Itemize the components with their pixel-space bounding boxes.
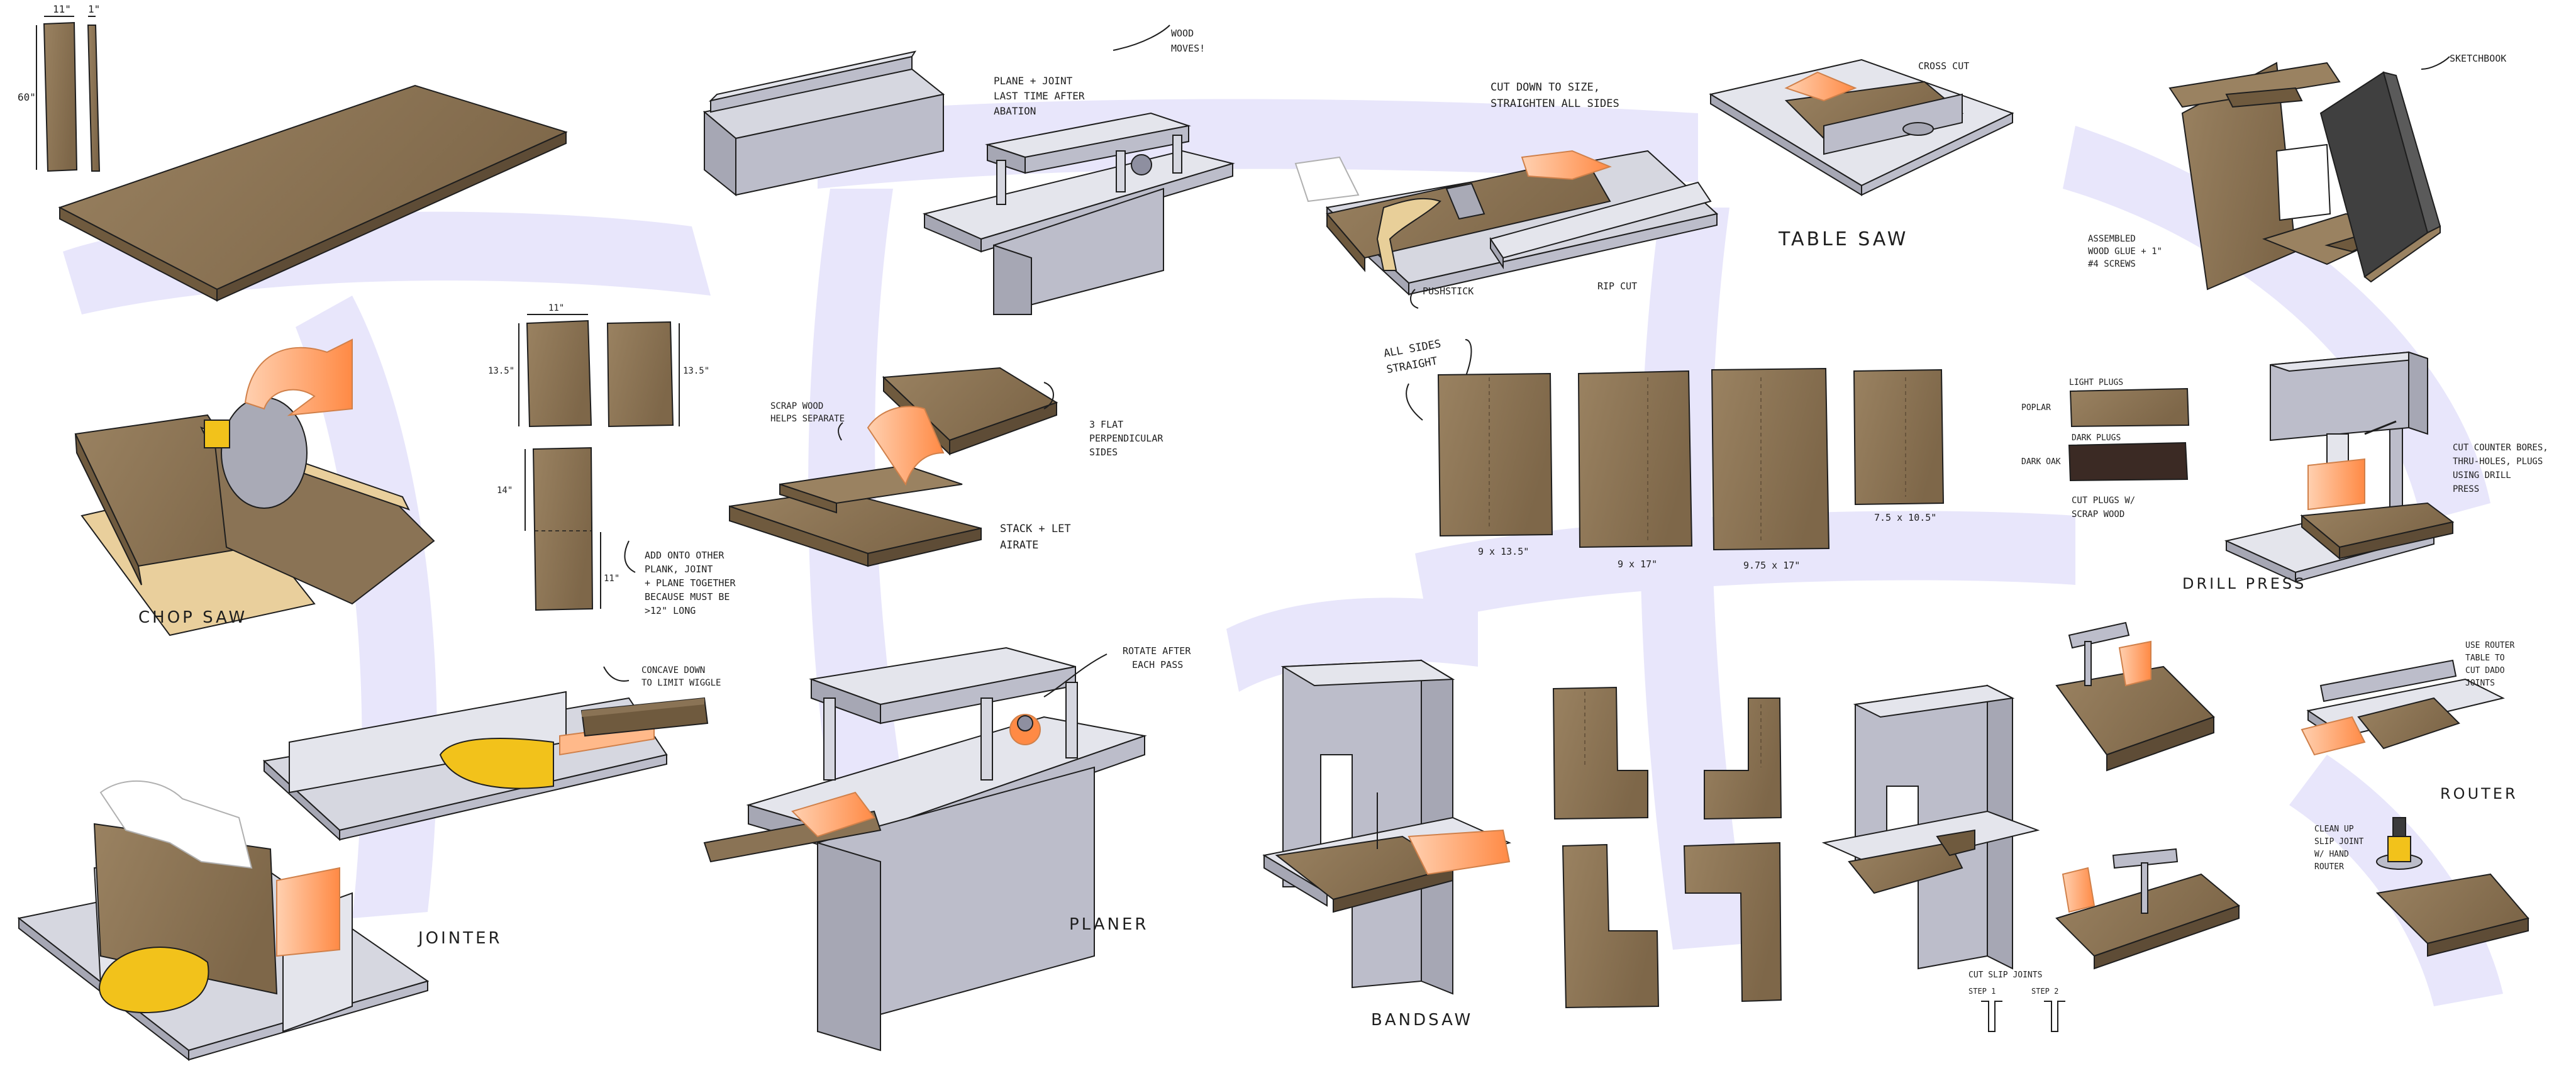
label-dark-plugs: DARK PLUGS — [2072, 433, 2121, 443]
note-use-router: USE ROUTER TABLE TO CUT DADO JOINTS — [2465, 641, 2519, 688]
bandsaw-slip-joints: CUT SLIP JOINTS STEP 1 STEP 2 — [1824, 686, 2065, 1031]
cut-boards-dimensions: 11" 13.5" 13.5" 14" 11" ADD ONTO OTHER P… — [488, 303, 741, 616]
slip-joint-cut-upper — [2057, 623, 2214, 770]
label-cross-cut: CROSS CUT — [1918, 60, 1969, 72]
label-cut-slip: CUT SLIP JOINTS — [1968, 970, 2042, 980]
note-assembled: ASSEMBLED WOOD GLUE + 1" #4 SCREWS — [2088, 234, 2167, 269]
note-concave: CONCAVE DOWN TO LIMIT WIGGLE — [641, 665, 721, 688]
dim-top-w2: 1" — [88, 3, 100, 15]
label-dark-oak: DARK OAK — [2021, 457, 2061, 467]
label-chop-saw: CHOP SAW — [138, 608, 247, 627]
dim-top-w1: 11" — [53, 3, 71, 15]
slip-joint-cut-lower — [2057, 849, 2239, 969]
dim-top-h: 60" — [18, 91, 36, 103]
note-cut-down: CUT DOWN TO SIZE, STRAIGHTEN ALL SIDES — [1491, 81, 1619, 110]
label-drill-press: DRILL PRESS — [2182, 575, 2306, 592]
bandsaw-illustration: BANDSAW — [1264, 660, 1509, 1030]
raw-planks-dimension: 11" 1" 60" — [18, 3, 100, 171]
label-router: ROUTER — [2440, 785, 2518, 803]
dim-board1: 9 x 13.5" — [1478, 546, 1529, 557]
note-flat-perp: 3 FLAT PERPENDICULAR SIDES — [1089, 419, 1169, 458]
dim-board2: 9 x 17" — [1618, 558, 1657, 570]
note-add-plank: ADD ONTO OTHER PLANK, JOINT + PLANE TOGE… — [645, 550, 741, 616]
plugs-swatches: LIGHT PLUGS POPLAR DARK PLUGS DARK OAK C… — [2021, 378, 2189, 520]
label-bandsaw: BANDSAW — [1371, 1011, 1473, 1030]
label-step2: STEP 2 — [2031, 987, 2058, 996]
label-planer: PLANER — [1069, 915, 1149, 934]
note-rotate: ROTATE AFTER EACH PASS — [1123, 645, 1196, 670]
dim-mid-h2: 13.5" — [683, 366, 709, 376]
note-cut-plugs: CUT PLUGS W/ SCRAP WOOD — [2072, 496, 2141, 520]
note-stack: STACK + LET AIRATE — [1000, 523, 1077, 552]
drill-press-illustration: CUT COUNTER BORES, THRU-HOLES, PLUGS USI… — [2182, 352, 2553, 592]
dim-board3: 9.75 x 17" — [1743, 560, 1800, 571]
dim-low-h1: 14" — [497, 486, 513, 496]
dim-board4: 7.5 x 10.5" — [1874, 512, 1936, 523]
label-table-saw: TABLE SAW — [1778, 228, 1908, 250]
dim-low-h2: 11" — [604, 574, 619, 584]
note-wood-moves: WOOD MOVES! — [1171, 28, 1205, 54]
label-jointer: JOINTER — [417, 929, 502, 948]
label-light-plugs: LIGHT PLUGS — [2069, 378, 2123, 387]
label-sketchbook: SKETCHBOOK — [2450, 53, 2506, 64]
label-step1: STEP 1 — [1968, 987, 1996, 996]
dim-mid-h1: 13.5" — [488, 366, 514, 376]
label-poplar: POPLAR — [2021, 403, 2051, 413]
stacked-boards-airate: SCRAP WOOD HELPS SEPARATE 3 FLAT PERPEND… — [730, 368, 1169, 566]
label-pushstick: PUSHSTICK — [1423, 286, 1474, 297]
planer-illustration: ROTATE AFTER EACH PASS PLANER — [704, 645, 1196, 1050]
label-rip-cut: RIP CUT — [1597, 281, 1637, 292]
dim-mid-w: 11" — [548, 303, 564, 313]
hand-router-illustration: CLEAN UP SLIP JOINT W/ HAND ROUTER — [2314, 818, 2528, 956]
note-all-sides: ALL SIDES STRAIGHT — [1383, 336, 1452, 376]
